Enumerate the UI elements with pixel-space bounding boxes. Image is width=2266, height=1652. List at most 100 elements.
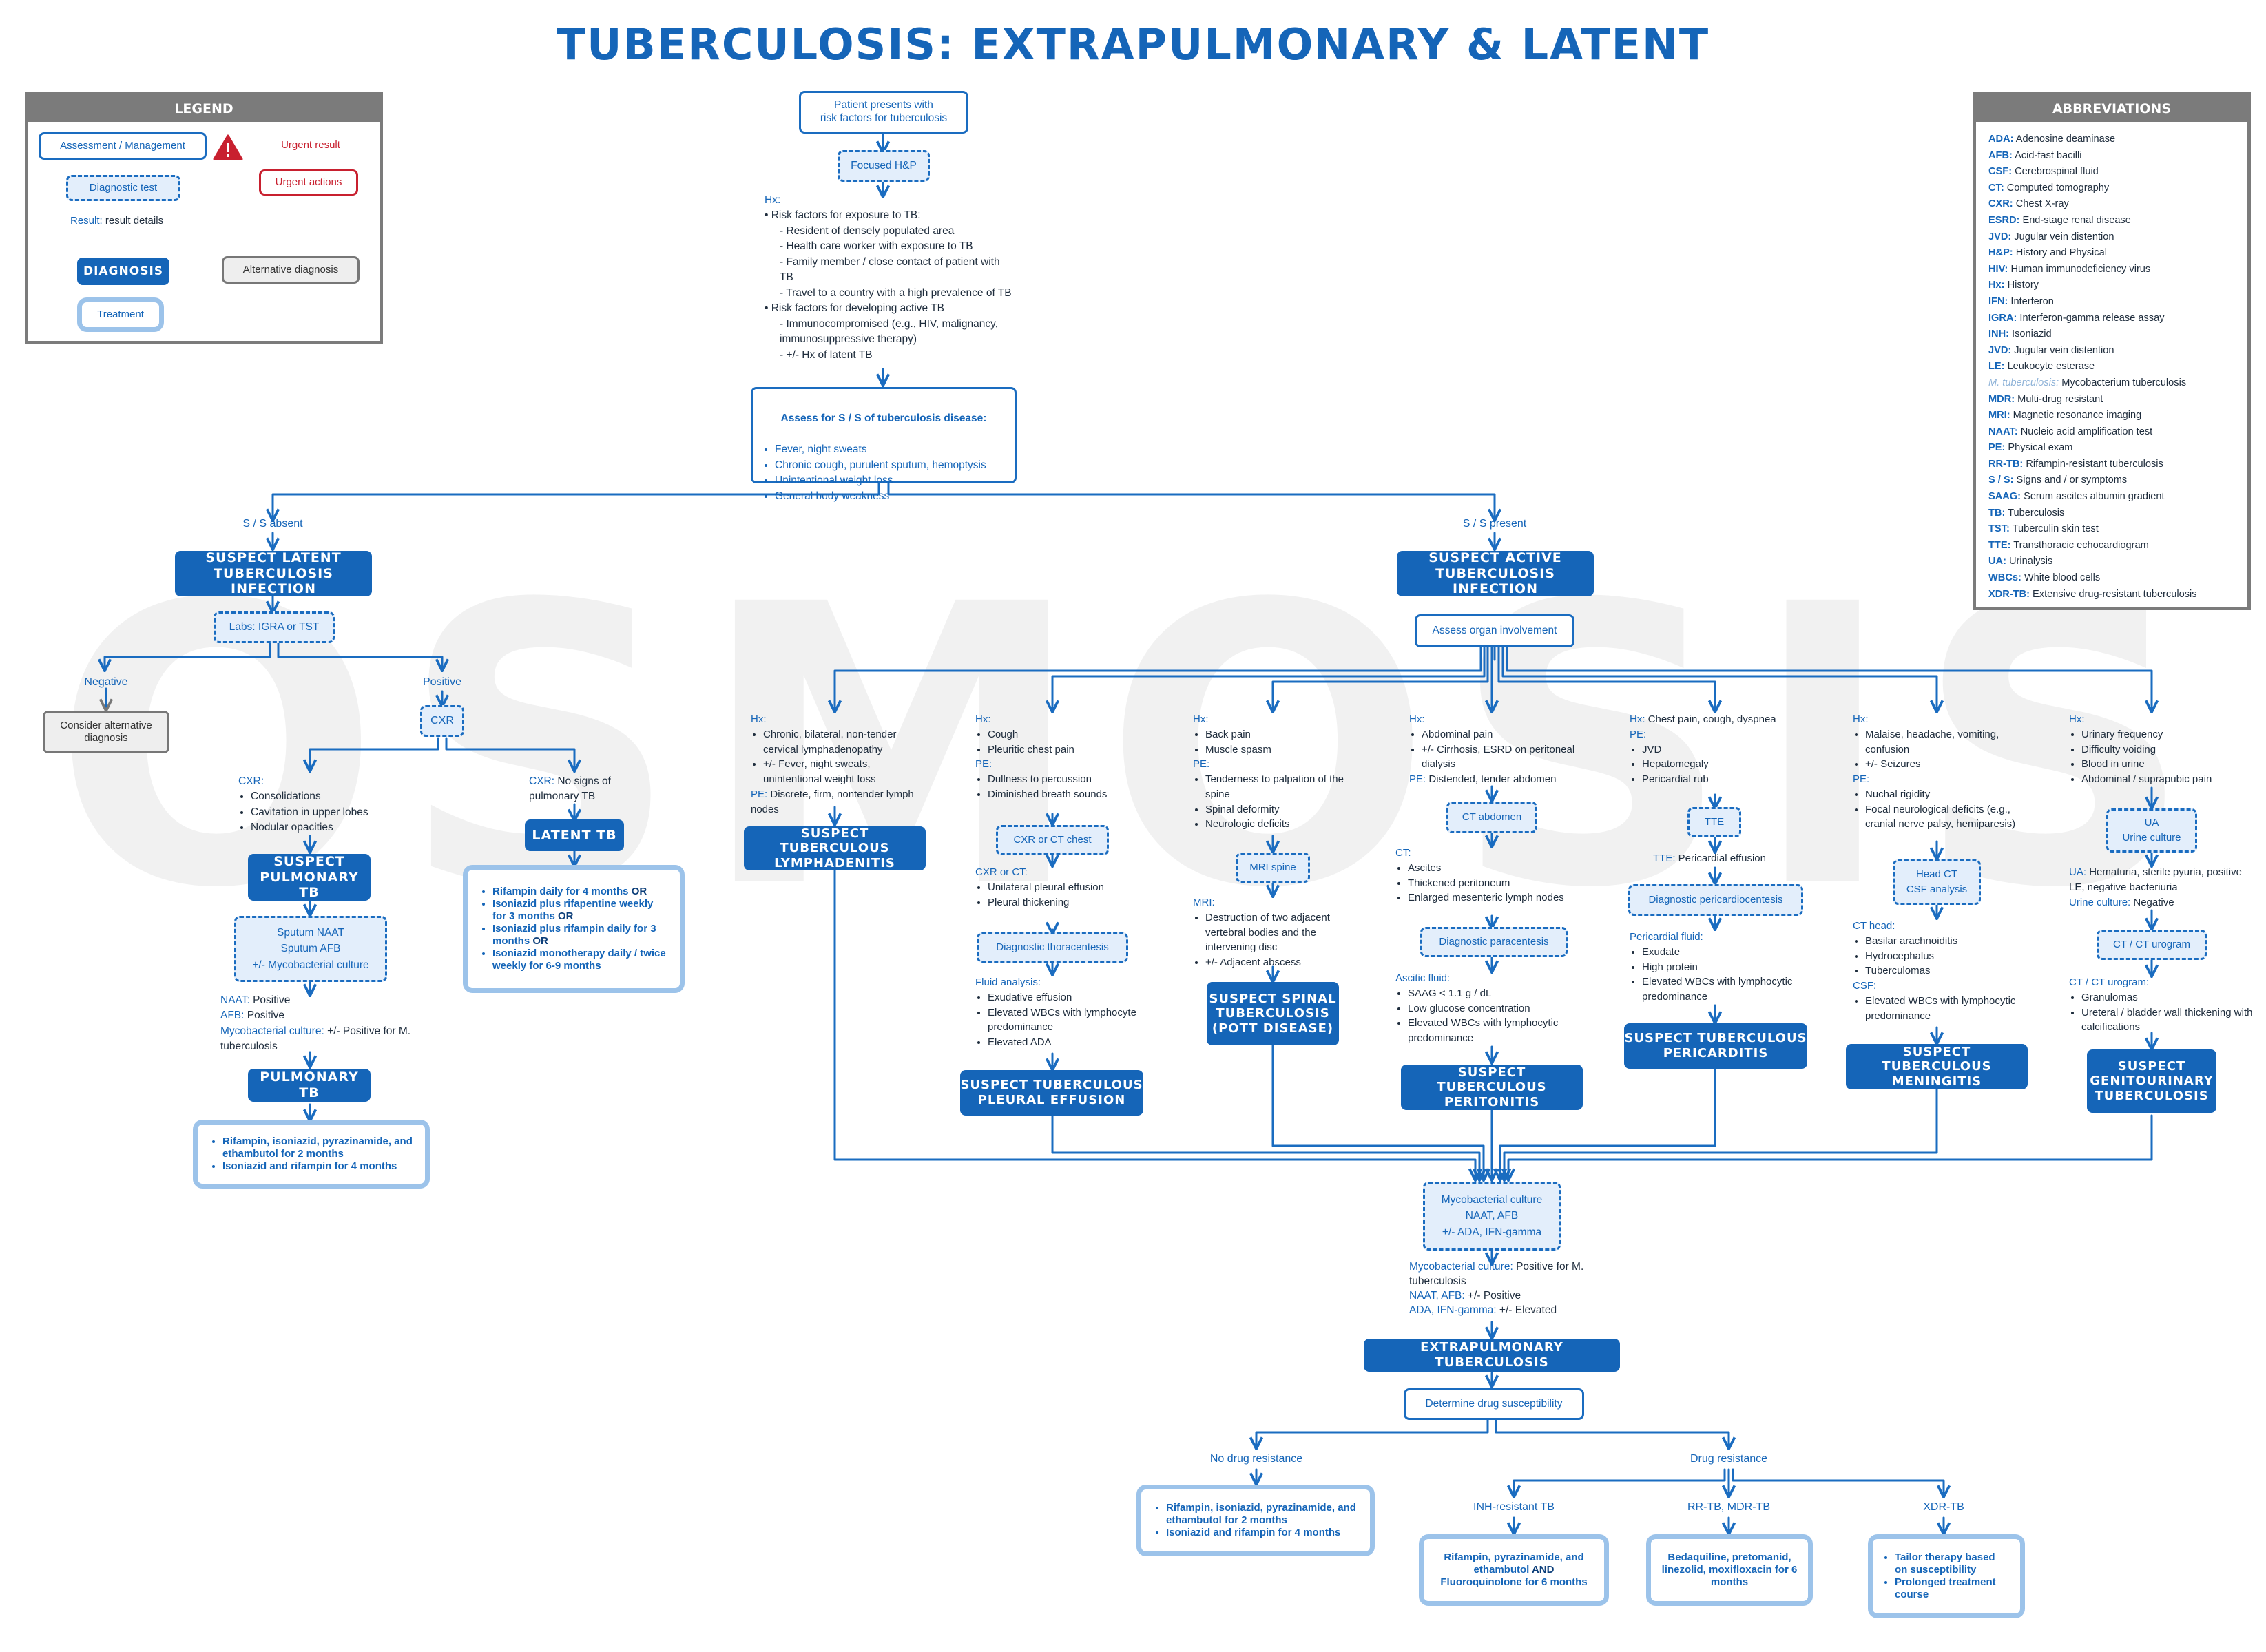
focused-hp-test: Focused H&P — [838, 150, 930, 182]
tte-findings: TTE: Pericardial effusion — [1653, 853, 1766, 864]
abbreviation-item: HIV: Human immunodeficiency virus — [1988, 263, 2151, 275]
abbreviation-item: TST: Tuberculin skin test — [1988, 523, 2099, 535]
treatment-item: Isoniazid and rifampin for 4 months — [1166, 1527, 1358, 1539]
result-line: ADA, IFN-gamma: +/- Elevated — [1409, 1304, 1557, 1316]
symptom-item: Chronic cough, purulent sputum, hemoptys… — [775, 458, 1005, 473]
abbreviation-item: Hx: History — [1988, 280, 2039, 291]
latent-tb-diagnosis: LATENT TB — [525, 819, 624, 851]
treatment-item: Rifampin daily for 4 months OR — [492, 886, 667, 898]
list-item: Thickened peritoneum — [1408, 876, 1595, 891]
legend-diagnosis: DIAGNOSIS — [77, 258, 169, 285]
abbreviation-item: TB: Tuberculosis — [1988, 507, 2065, 519]
head-ct-csf-test: Head CT CSF analysis — [1893, 859, 1981, 905]
abbreviation-item: MDR: Multi-drug resistant — [1988, 393, 2103, 405]
pleural-fluid-analysis: Fluid analysis: Exudative effusionElevat… — [975, 975, 1147, 1050]
meningitis-ct-csf-findings: CT head: Basilar arachnoiditisHydrocepha… — [1853, 919, 2032, 1023]
treatment-item: Tailor therapy based on susceptibility — [1895, 1551, 2010, 1576]
list-item: Dullness to percussion — [988, 772, 1147, 787]
symptom-item: General body weakness — [775, 489, 1005, 504]
positive-label: Positive — [422, 676, 462, 688]
list-item: Exudate — [1642, 945, 1809, 960]
page-title: TUBERCULOSIS: EXTRAPULMONARY & LATENT — [556, 19, 1710, 70]
abbreviation-item: SAAG: Serum ascites albumin gradient — [1988, 491, 2165, 503]
cxr-finding: Consolidations — [251, 789, 404, 804]
diagnostic-pericardiocentesis-test: Diagnostic pericardiocentesis — [1628, 884, 1803, 916]
pleural-imaging-findings: CXR or CT: Unilateral pleural effusionPl… — [975, 865, 1147, 910]
list-item: Focal neurological deficits (e.g., crani… — [1865, 802, 2032, 833]
genitourinary-hx: Hx: Urinary frequencyDifficulty voidingB… — [2069, 712, 2255, 787]
list-item: Exudative effusion — [988, 990, 1147, 1005]
list-item: Pericardial rub — [1642, 772, 1816, 787]
pericardial-fluid-findings: Pericardial fluid: ExudateHigh proteinEl… — [1630, 930, 1809, 1005]
extrapulmonary-tb-diagnosis: EXTRAPULMONARY TUBERCULOSIS — [1364, 1339, 1620, 1372]
diagnostic-thoracentesis-test: Diagnostic thoracentesis — [977, 932, 1128, 963]
treatment-item: Isoniazid plus rifampin daily for 3 mont… — [492, 923, 667, 948]
abbreviations-title: ABBREVIATIONS — [1976, 96, 2247, 122]
list-item: Enlarged mesenteric lymph nodes — [1408, 890, 1595, 906]
list-item: JVD — [1642, 742, 1816, 757]
assess-signs-symptoms-box: Assess for S / S of tuberculosis disease… — [751, 387, 1017, 502]
no-resistance-treatment: Rifampin, isoniazid, pyrazinamide, and e… — [1136, 1485, 1375, 1556]
abbreviation-item: INH: Isoniazid — [1988, 328, 2052, 340]
suspect-active-tb-diagnosis: SUSPECT ACTIVE TUBERCULOSIS INFECTION — [1397, 550, 1594, 596]
labs-igra-tst-test: Labs: IGRA or TST — [214, 611, 335, 643]
list-item: Destruction of two adjacent vertebral bo… — [1205, 910, 1355, 955]
abbreviation-item: CT: Computed tomography — [1988, 182, 2110, 194]
abbreviation-item: NAAT: Nucleic acid amplification test — [1988, 426, 2153, 437]
abbreviation-item: WBCs: White blood cells — [1988, 572, 2101, 584]
cxr-findings-negative: CXR: No signs of pulmonary TB — [529, 775, 611, 803]
risk-factor-item: • Risk factors for developing active TB — [765, 302, 945, 315]
rr-mdr-tb-label: RR-TB, MDR-TB — [1687, 1501, 1770, 1513]
pleural-hx-pe: Hx: CoughPleuritic chest pain PE: Dullne… — [975, 712, 1147, 802]
result-line: NAAT: Positive — [220, 994, 291, 1006]
abbreviation-item: UA: Urinalysis — [1988, 556, 2053, 567]
spinal-hx-pe: Hx: Back painMuscle spasm PE: Tenderness… — [1193, 712, 1362, 832]
cxr-ct-chest-test: CXR or CT chest — [996, 825, 1109, 855]
warning-triangle-icon — [212, 134, 244, 165]
ua-urine-culture-test: UA Urine culture — [2106, 808, 2197, 853]
treatment-item: Isoniazid monotherapy daily / twice week… — [492, 948, 667, 972]
risk-factor-item: • Risk factors for exposure to TB: — [765, 209, 921, 222]
latent-tb-treatment: Rifampin daily for 4 months OR Isoniazid … — [463, 865, 685, 993]
list-item: Tuberculomas — [1865, 963, 2032, 979]
list-item: Pleuritic chest pain — [988, 742, 1147, 757]
list-item: +/- Cirrhosis, ESRD on peritoneal dialys… — [1422, 742, 1581, 773]
legend-urgent-actions: Urgent actions — [259, 169, 358, 196]
risk-factor-subitem: - Resident of densely populated area — [780, 224, 955, 237]
abbreviation-item: IFN: Interferon — [1988, 295, 2054, 307]
list-item: Ascites — [1408, 861, 1595, 876]
list-item: Elevated WBCs with lymphocyte predominan… — [988, 1005, 1147, 1036]
abbreviation-item: LE: Leukocyte esterase — [1988, 361, 2095, 373]
patient-presents-box: Patient presents with risk factors for t… — [799, 91, 968, 134]
symptom-item: Unintentional weight loss — [775, 473, 1005, 488]
pulmonary-tb-treatment: Rifampin, isoniazid, pyrazinamide, and e… — [193, 1120, 430, 1189]
suspect-latent-tb-diagnosis: SUSPECT LATENT TUBERCULOSIS INFECTION — [175, 550, 372, 596]
cxr-finding: Nodular opacities — [251, 820, 404, 835]
result-line: Mycobacterial culture: +/- Positive for … — [220, 1025, 411, 1053]
suspect-tb-meningitis-diagnosis: SUSPECT TUBERCULOUS MENINGITIS — [1846, 1044, 2028, 1089]
inh-resistant-treatment: Rifampin, pyrazinamide, and ethambutol A… — [1419, 1534, 1609, 1606]
confirmatory-results: Mycobacterial culture: Positive for M. t… — [1409, 1260, 1588, 1318]
list-item: Ureteral / bladder wall thickening with … — [2081, 1005, 2255, 1036]
suspect-tb-pericarditis-diagnosis: SUSPECT TUBERCULOUS PERICARDITIS — [1624, 1023, 1807, 1069]
cxr-finding: Cavitation in upper lobes — [251, 805, 404, 820]
abbreviation-item: MRI: Magnetic resonance imaging — [1988, 410, 2142, 421]
confirmatory-tests: Mycobacterial culture NAAT, AFB +/- ADA,… — [1423, 1182, 1561, 1251]
list-item: Granulomas — [2081, 990, 2255, 1005]
treatment-item: Rifampin, isoniazid, pyrazinamide, and e… — [222, 1136, 413, 1160]
abbreviation-item: M. tuberculosis: Mycobacterium tuberculo… — [1988, 377, 2187, 388]
result-line: AFB: Positive — [220, 1010, 285, 1022]
meningitis-hx-pe: Hx: Malaise, headache, vomiting, confusi… — [1853, 712, 2032, 832]
tte-test: TTE — [1687, 807, 1741, 837]
list-item: Muscle spasm — [1205, 742, 1362, 757]
suspect-genitourinary-tb-diagnosis: SUSPECT GENITOURINARY TUBERCULOSIS — [2087, 1049, 2216, 1113]
hx-risk-factors: Hx: • Risk factors for exposure to TB:- … — [765, 193, 1012, 363]
treatment-item: Isoniazid and rifampin for 4 months — [222, 1160, 413, 1173]
list-item: Diminished breath sounds — [988, 787, 1147, 802]
abbreviation-item: XDR-TB: Extensive drug-resistant tubercu… — [1988, 588, 2197, 600]
list-item: Spinal deformity — [1205, 802, 1362, 817]
abbreviation-item: RR-TB: Rifampin-resistant tuberculosis — [1988, 458, 2163, 470]
legend-result: Result: result details — [70, 215, 164, 227]
